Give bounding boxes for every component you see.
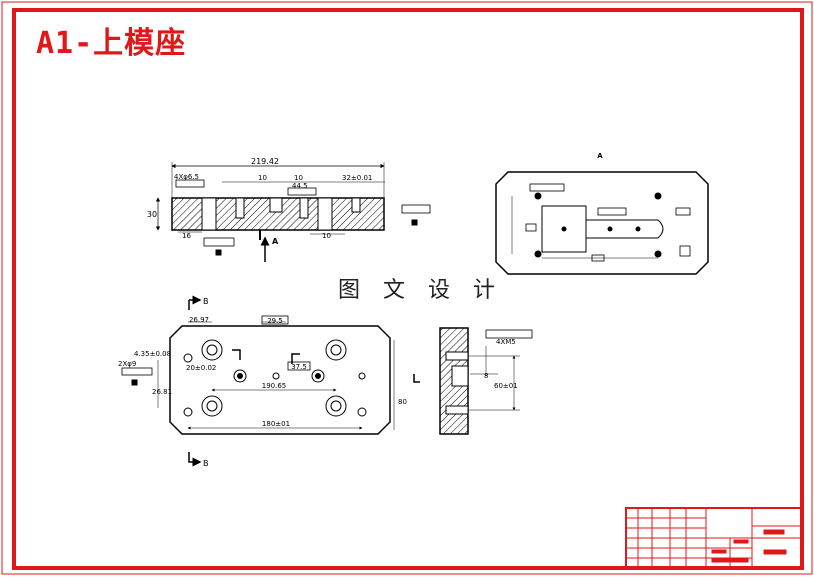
sheet-title: A1-上模座 <box>36 26 187 61</box>
dim-29-5: 29.5 <box>267 317 283 325</box>
dim-20: 20±0.02 <box>186 364 216 372</box>
title-block <box>625 507 803 569</box>
section-mark-bottom: B <box>203 459 209 468</box>
hole-callout: 4Xφ6.5 <box>174 173 199 181</box>
view-a <box>495 171 709 275</box>
dim-80: 80 <box>398 398 407 406</box>
dim-26-97: 26.97 <box>189 316 209 324</box>
dim-4-35: 4.35±0.08 <box>134 350 171 358</box>
dim-10-b: 10 <box>294 174 303 182</box>
front-view <box>155 162 431 262</box>
view-arrow-label: A <box>272 237 279 246</box>
dim-8: 8 <box>484 372 488 380</box>
watermark: 图 文 设 计 <box>338 278 503 303</box>
dim-16: 16 <box>182 232 191 240</box>
dim-2x-phi9: 2Xφ9 <box>118 360 136 368</box>
dim-10-a: 10 <box>258 174 267 182</box>
dim-60: 60±01 <box>494 382 518 390</box>
dim-10-c: 10 <box>322 232 331 240</box>
dim-height: 30 <box>147 210 157 219</box>
inner-border <box>12 8 804 570</box>
dim-180: 180±01 <box>262 420 290 428</box>
dim-44-5: 44.5 <box>292 182 308 190</box>
section-mark-top: B <box>203 297 209 306</box>
dim-37-5: 37.5 <box>291 363 307 371</box>
dim-26-81: 26.81 <box>152 388 172 396</box>
section-view <box>439 327 533 435</box>
dim-32: 32±0.01 <box>342 174 372 182</box>
view-a-label: A <box>597 152 603 160</box>
dim-overall-width: 219.42 <box>251 157 279 166</box>
dim-190-65: 190.65 <box>262 382 287 390</box>
section-callout: 4XM5 <box>496 338 516 346</box>
top-view <box>121 295 420 467</box>
